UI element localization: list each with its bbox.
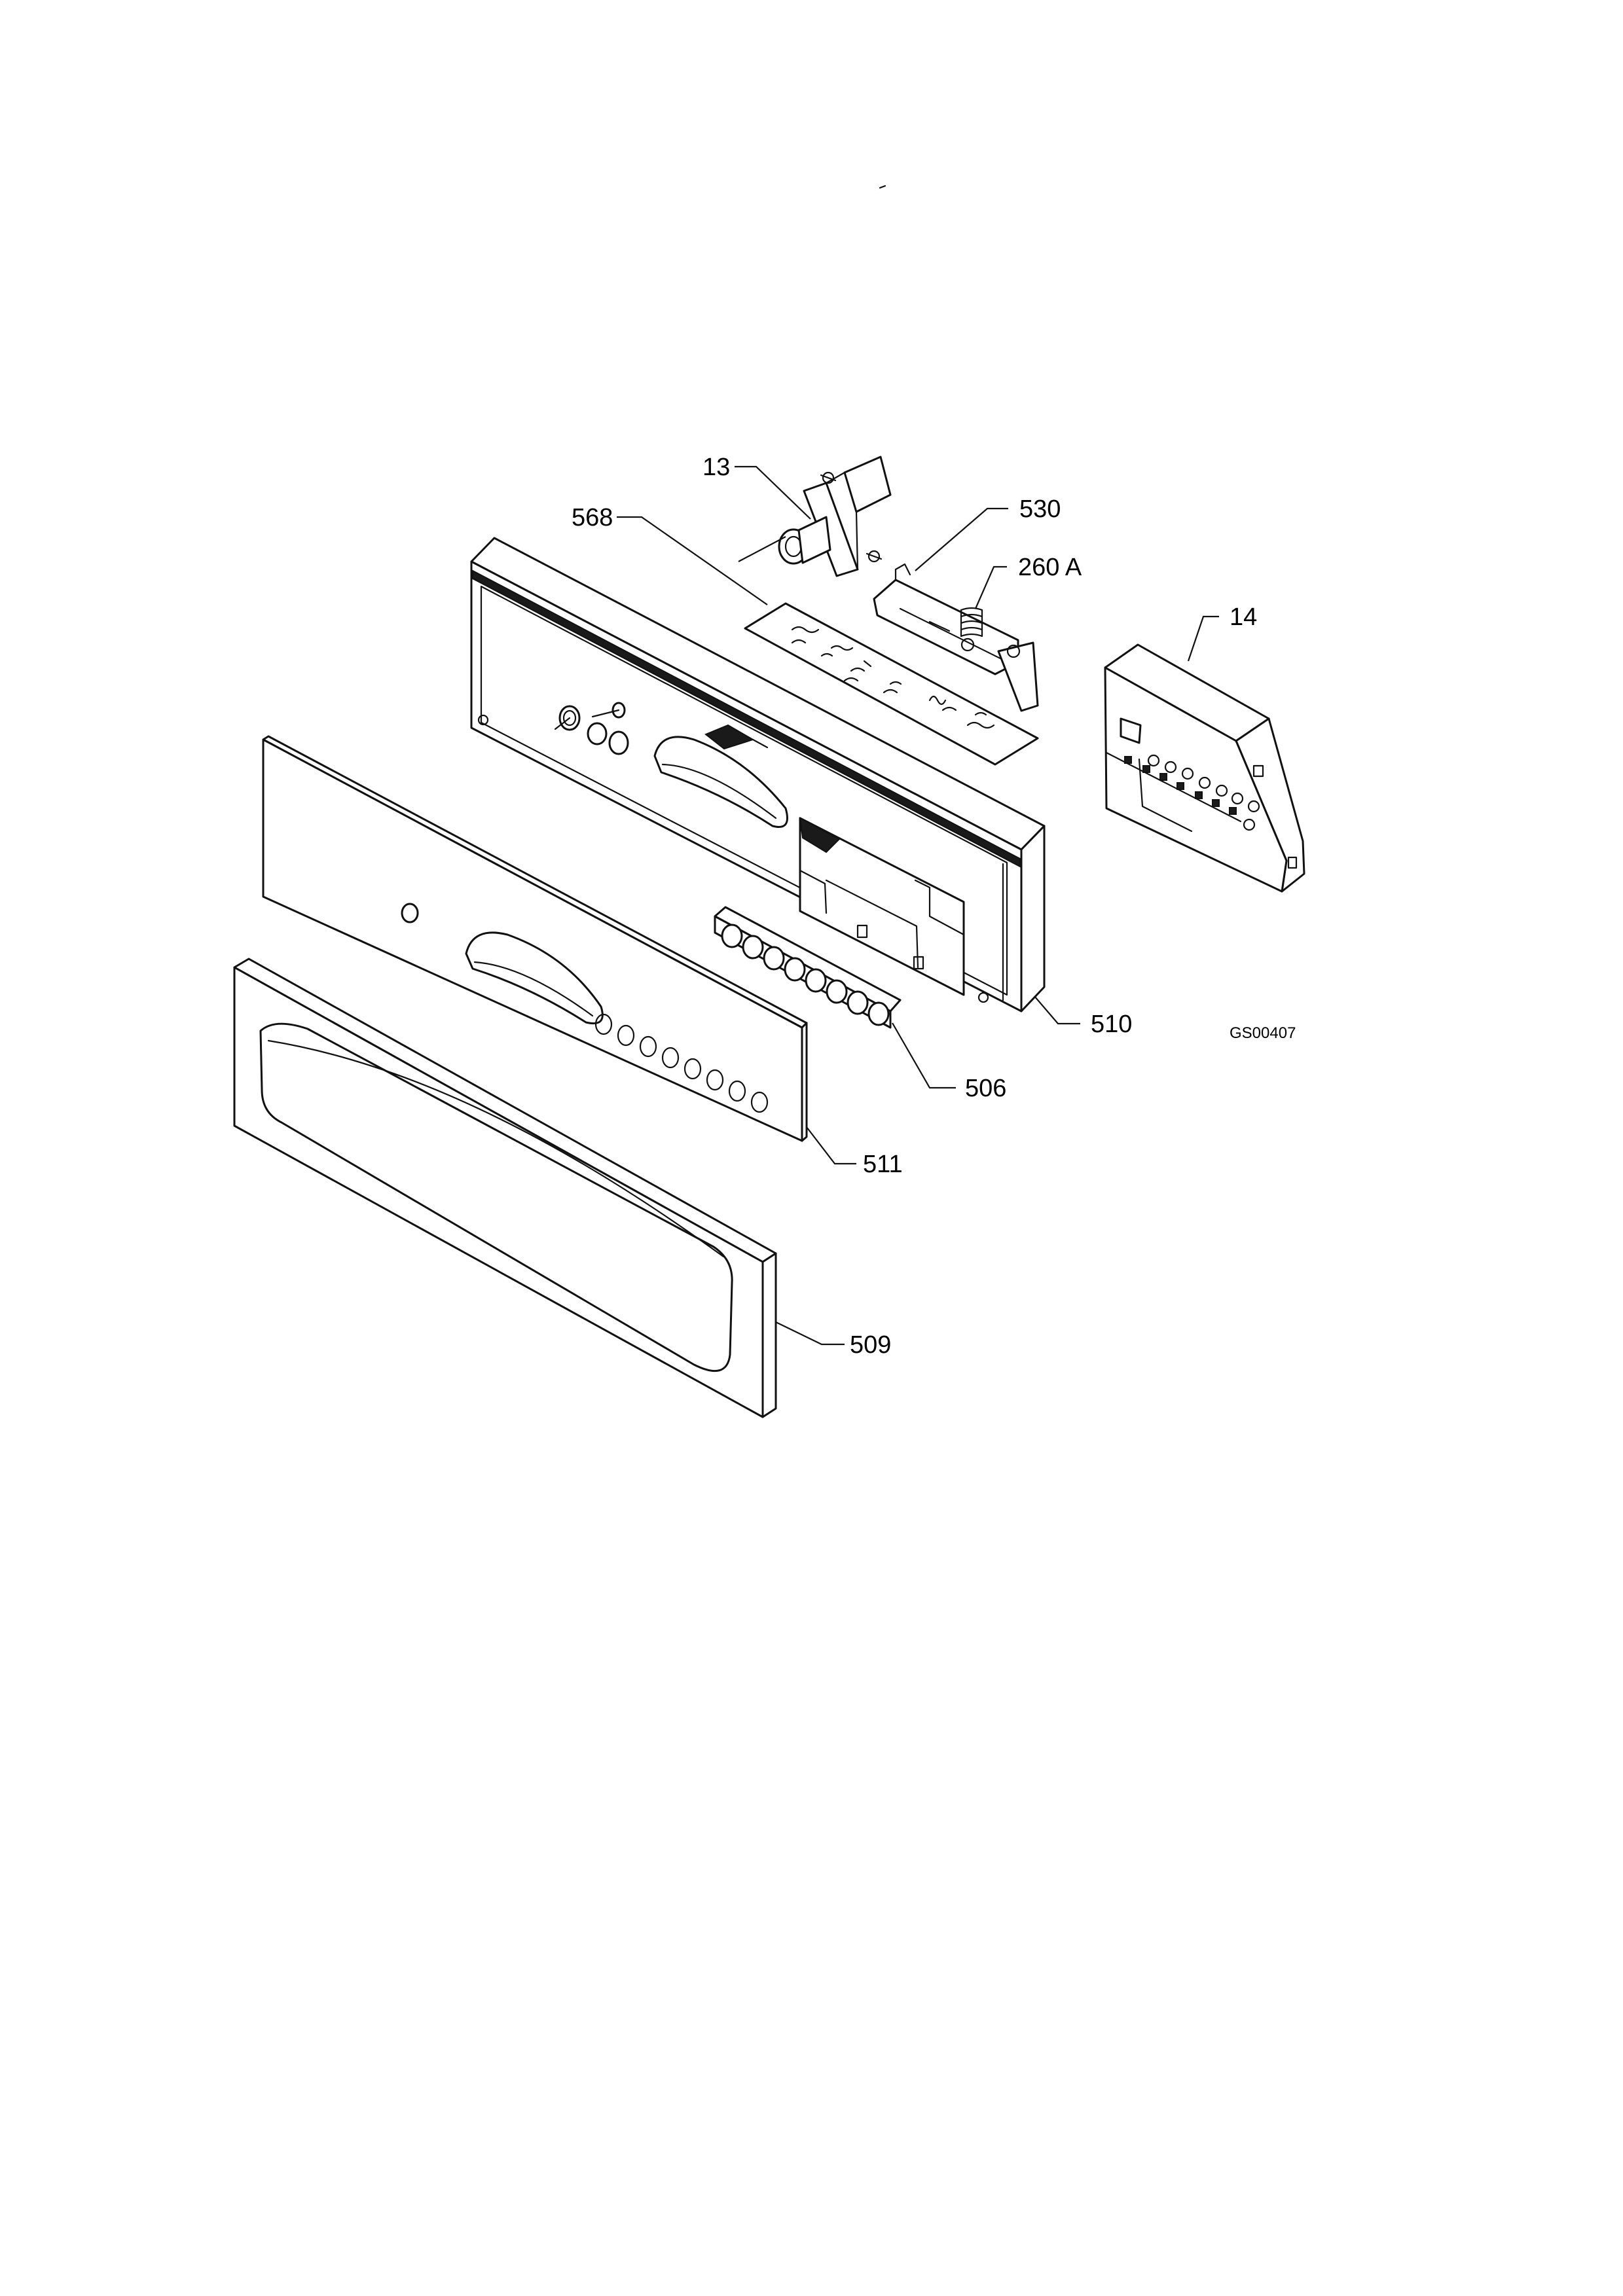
- scan-mark: [879, 185, 886, 189]
- callout-labels: 13 568 530 260 A 14 510 506 511 509 GS00…: [572, 454, 1296, 1359]
- drawing-code: GS00407: [1230, 1024, 1296, 1042]
- callout-568: 568: [572, 504, 613, 531]
- leader-509: [775, 1321, 845, 1346]
- part-506-push-button-strip: [714, 906, 902, 1029]
- facia-button-holes: [594, 1013, 769, 1113]
- leader-260a: [974, 565, 1007, 609]
- leader-13-shaft: [738, 536, 786, 562]
- part-530-bracket: [873, 563, 1039, 712]
- push-buttons: [721, 924, 890, 1026]
- callout-511: 511: [863, 1151, 903, 1178]
- part-568-label-strip: [744, 602, 1039, 766]
- leader-13: [735, 465, 811, 520]
- leader-530: [915, 507, 1008, 571]
- part-511-facia-plate: [262, 735, 808, 1142]
- leader-14: [1187, 615, 1219, 662]
- part-260a-spring: [960, 607, 983, 637]
- part-13-knob-bracket: [778, 456, 892, 577]
- callout-530: 530: [1019, 495, 1061, 523]
- callout-509: 509: [850, 1331, 891, 1359]
- callout-510: 510: [1091, 1011, 1132, 1038]
- part-509-trim-frame: [233, 958, 777, 1418]
- callout-260a: 260 A: [1018, 554, 1082, 581]
- callout-14: 14: [1230, 603, 1257, 631]
- part-510-control-panel-housing: [470, 537, 1046, 1013]
- callout-13: 13: [702, 454, 730, 481]
- leader-506: [892, 1022, 956, 1089]
- leader-lines: [617, 465, 1219, 1346]
- leader-568: [617, 516, 768, 605]
- callout-506: 506: [965, 1075, 1006, 1102]
- leader-511: [806, 1126, 856, 1165]
- part-14-electronic-module: [1104, 643, 1305, 893]
- leader-510: [1034, 996, 1080, 1025]
- module-keys: [1124, 754, 1260, 831]
